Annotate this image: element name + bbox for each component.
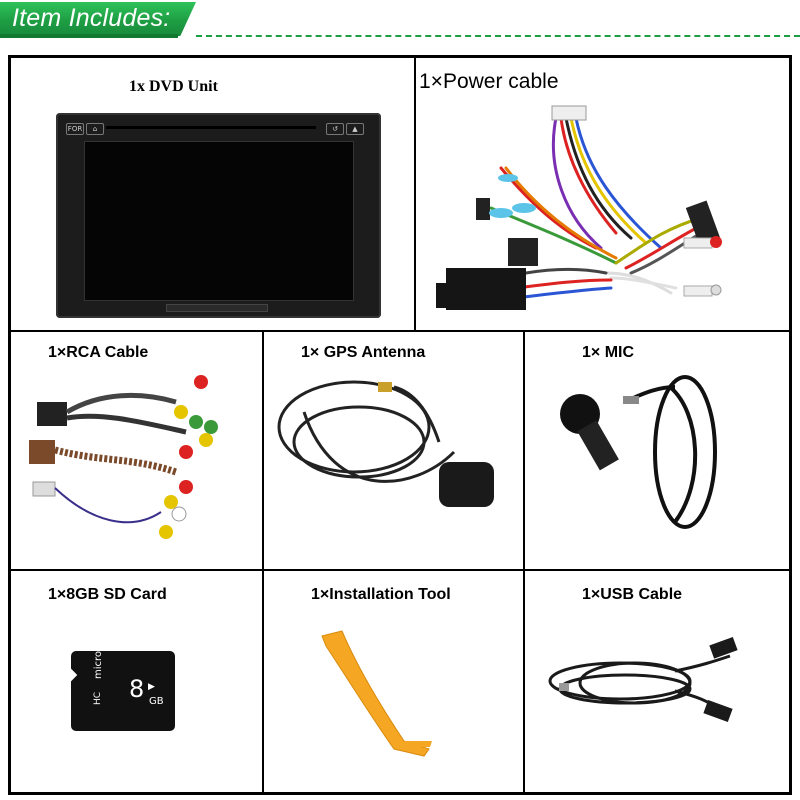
play-icon: ▶: [148, 681, 155, 691]
sd-card-label: 1×8GB SD Card: [48, 586, 167, 603]
power-cable-label: 1×Power cable: [419, 70, 559, 93]
rca-cable-image: [29, 375, 218, 539]
cell-sd-card: 1×8GB SD Card micro HC 8 ▶ GB: [11, 571, 262, 792]
cell-power-cable: 1×Power cable: [416, 58, 789, 330]
divider-top-vertical: [414, 58, 416, 330]
installation-tool-label: 1×Installation Tool: [311, 586, 451, 603]
divider-col1: [262, 330, 264, 792]
dvd-unit-image: FOR ⌂ ↺ ▲: [56, 113, 381, 318]
header-tab: [0, 2, 196, 36]
divider-row2: [11, 569, 789, 571]
rca-cable-label: 1×RCA Cable: [48, 344, 149, 361]
sd-capacity-text: 8: [129, 675, 145, 703]
cell-dvd-unit: 1x DVD Unit FOR ⌂ ↺ ▲: [11, 58, 414, 330]
disc-slot: [106, 126, 316, 129]
divider-col2: [523, 330, 525, 792]
cell-installation-tool: 1×Installation Tool: [264, 571, 523, 792]
cell-mic: 1× MIC: [525, 332, 789, 569]
installation-tool-image: [321, 630, 432, 757]
header-dashed-line: [196, 35, 800, 37]
gps-antenna-label: 1× GPS Antenna: [301, 344, 426, 361]
sd-micro-text: micro: [93, 650, 104, 679]
header-tab-shadow: [0, 34, 178, 38]
gps-antenna-image: [277, 380, 494, 507]
cell-rca-cable: 1×RCA Cable: [11, 332, 262, 569]
sd-hc-text: HC: [93, 691, 103, 705]
dvd-bottom-bar: [166, 304, 268, 312]
power-cable-image: [436, 105, 722, 310]
usb-cable-label: 1×USB Cable: [582, 586, 683, 603]
back-icon: ↺: [326, 123, 344, 135]
divider-row1: [11, 330, 789, 332]
mic-image: [560, 375, 717, 529]
dvd-unit-label: 1x DVD Unit: [129, 78, 218, 95]
items-grid: 1x DVD Unit FOR ⌂ ↺ ▲ 1×Power cable: [8, 55, 792, 795]
mic-label: 1× MIC: [582, 344, 635, 361]
home-icon: ⌂: [86, 123, 104, 135]
sd-card-image: [71, 651, 175, 731]
page-header: Item Includes:: [0, 0, 800, 44]
dvd-screen: [84, 141, 354, 301]
cell-usb-cable: 1×USB Cable: [525, 571, 789, 792]
cell-gps-antenna: 1× GPS Antenna: [264, 332, 523, 569]
dvd-for-button-icon: FOR: [66, 123, 84, 135]
eject-icon: ▲: [346, 123, 364, 135]
sd-unit-text: GB: [149, 696, 164, 707]
usb-cable-image: [548, 636, 738, 723]
header-title: Item Includes:: [12, 4, 171, 32]
